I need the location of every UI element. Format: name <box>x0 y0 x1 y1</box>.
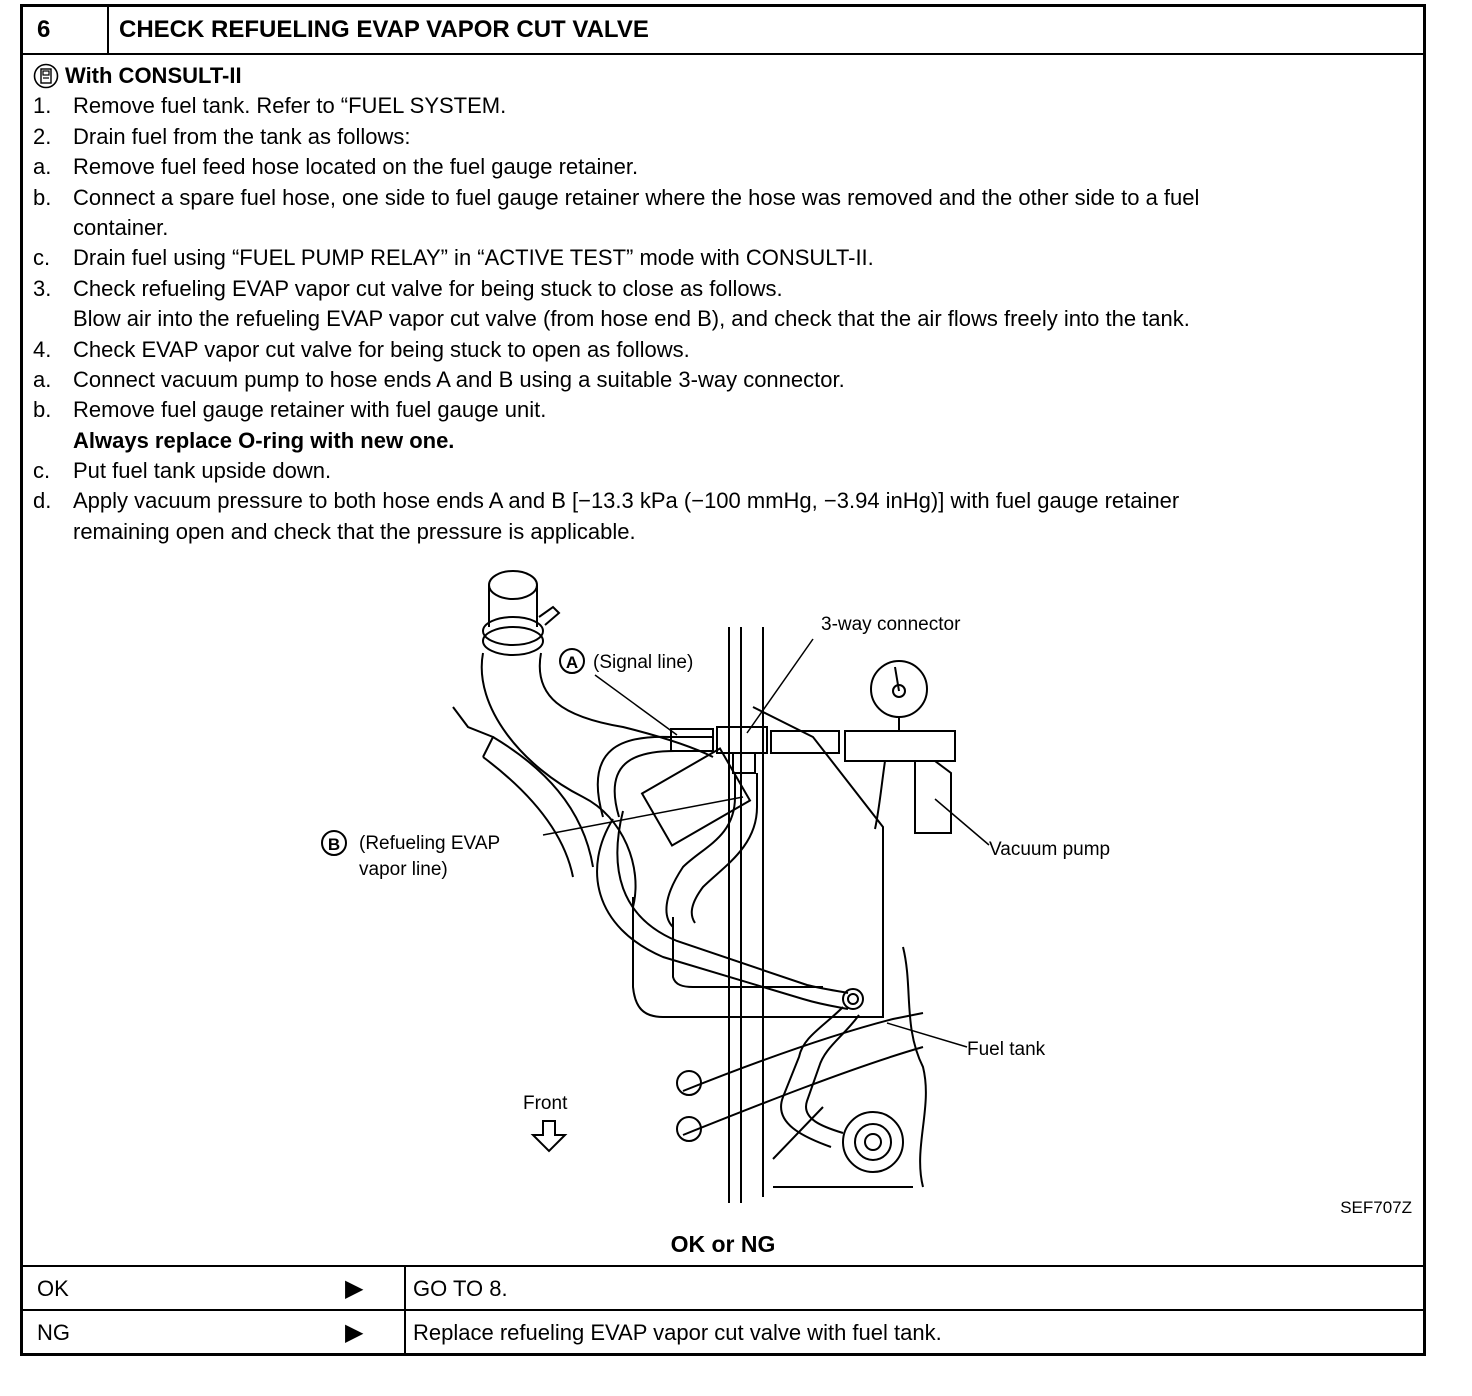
result-label: NG <box>37 1320 70 1345</box>
result-action: Replace refueling EVAP vapor cut valve w… <box>413 1320 942 1345</box>
vapor-line-label: vapor line) <box>359 859 448 880</box>
step-line: 3. Check refueling EVAP vapor cut valve f… <box>33 274 1413 304</box>
step-marker: 3. <box>33 275 52 301</box>
figure-code: SEF707Z <box>1340 1198 1412 1217</box>
signal-line-label: (Signal line) <box>593 652 693 673</box>
step-line: c. Drain fuel using “FUEL PUMP RELAY” in … <box>33 243 1413 273</box>
step-marker: 4. <box>33 336 52 362</box>
step-marker: 2. <box>33 123 52 149</box>
step-line: remaining open and check that the pressu… <box>33 517 1413 547</box>
step-text: Connect a spare fuel hose, one side to f… <box>73 184 1200 210</box>
step-text: Apply vacuum pressure to both hose ends … <box>73 488 1180 514</box>
step-list: 1. Remove fuel tank. Refer to “FUEL SYSTE… <box>33 91 1413 547</box>
front-arrow-icon <box>530 1120 568 1153</box>
result-row-ok: OK ▶ GO TO 8. <box>23 1265 1423 1311</box>
consult-heading: With CONSULT-II <box>33 61 1413 91</box>
three-way-connector-label: 3-way connector <box>821 614 961 635</box>
step-marker: c. <box>33 458 51 484</box>
step-line: 2. Drain fuel from the tank as follows: <box>33 122 1413 152</box>
step-text: Drain fuel using “FUEL PUMP RELAY” in “A… <box>73 245 874 271</box>
arrow-right-icon: ▶ <box>345 1319 364 1346</box>
step-marker: a. <box>33 366 52 392</box>
label-a-letter: A <box>566 653 578 672</box>
step-marker: b. <box>33 397 52 423</box>
step-text: Remove fuel feed hose located on the fue… <box>73 154 639 180</box>
step-line: b. Remove fuel gauge retainer with fuel g… <box>33 395 1413 425</box>
step-text: Put fuel tank upside down. <box>73 458 332 484</box>
step-text: container. <box>73 214 169 240</box>
step-title: CHECK REFUELING EVAP VAPOR CUT VALVE <box>119 16 649 43</box>
procedure-table: 6 CHECK REFUELING EVAP VAPOR CUT VALVE W… <box>20 4 1426 1356</box>
fuel-tank-label: Fuel tank <box>967 1039 1046 1060</box>
step-line: d. Apply vacuum pressure to both hose end… <box>33 486 1413 516</box>
step-text: Connect vacuum pump to hose ends A and B… <box>73 366 845 392</box>
result-divider <box>404 1267 406 1311</box>
step-text: Always replace O-ring with new one. <box>73 427 455 453</box>
step-text: Check refueling EVAP vapor cut valve for… <box>73 275 783 301</box>
ok-or-ng-heading: OK or NG <box>670 1231 776 1257</box>
step-text: Remove fuel tank. Refer to “FUEL SYSTEM. <box>73 93 507 119</box>
step-header: 6 CHECK REFUELING EVAP VAPOR CUT VALVE <box>23 7 1423 55</box>
step-line: c. Put fuel tank upside down. <box>33 456 1413 486</box>
refueling-evap-label: (Refueling EVAP <box>359 833 500 854</box>
step-text: Blow air into the refueling EVAP vapor c… <box>73 306 1190 332</box>
step-line: 4. Check EVAP vapor cut valve for being s… <box>33 335 1413 365</box>
step-line: 1. Remove fuel tank. Refer to “FUEL SYSTE… <box>33 91 1413 121</box>
step-marker: 1. <box>33 93 52 119</box>
step-number: 6 <box>23 7 109 53</box>
result-action: GO TO 8. <box>413 1276 508 1301</box>
step-text: remaining open and check that the pressu… <box>73 518 636 544</box>
vacuum-test-illustration: A B (Signal line) (Refueling EVAP vapor … <box>321 570 1412 1217</box>
step-text: Remove fuel gauge retainer with fuel gau… <box>73 397 547 423</box>
step-line: a. Remove fuel feed hose located on the f… <box>33 152 1413 182</box>
circle-a-icon <box>559 648 585 674</box>
step-line: container. <box>33 213 1413 243</box>
step-marker: b. <box>33 184 52 210</box>
procedure-body: With CONSULT-II 1. Remove fuel tank. Refe… <box>33 61 1413 547</box>
step-line: a. Connect vacuum pump to hose ends A and… <box>33 365 1413 395</box>
step-text: Check EVAP vapor cut valve for being stu… <box>73 336 690 362</box>
step-line: Always replace O-ring with new one. <box>33 426 1413 456</box>
vacuum-pump-label: Vacuum pump <box>989 839 1110 860</box>
result-divider <box>404 1311 406 1355</box>
step-marker: c. <box>33 245 51 271</box>
step-text: Drain fuel from the tank as follows: <box>73 123 411 149</box>
step-marker: d. <box>33 488 52 514</box>
result-row-ng: NG ▶ Replace refueling EVAP vapor cut va… <box>23 1309 1423 1355</box>
consult-label: With CONSULT-II <box>65 63 242 88</box>
arrow-right-icon: ▶ <box>345 1275 364 1302</box>
step-line: Blow air into the refueling EVAP vapor c… <box>33 304 1413 334</box>
label-b-letter: B <box>328 835 340 854</box>
circle-b-icon <box>321 830 347 856</box>
result-label: OK <box>37 1276 69 1301</box>
step-marker: a. <box>33 154 52 180</box>
front-label: Front <box>523 1093 568 1114</box>
consult-tester-icon <box>33 63 59 89</box>
step-line: b. Connect a spare fuel hose, one side to… <box>33 183 1413 213</box>
